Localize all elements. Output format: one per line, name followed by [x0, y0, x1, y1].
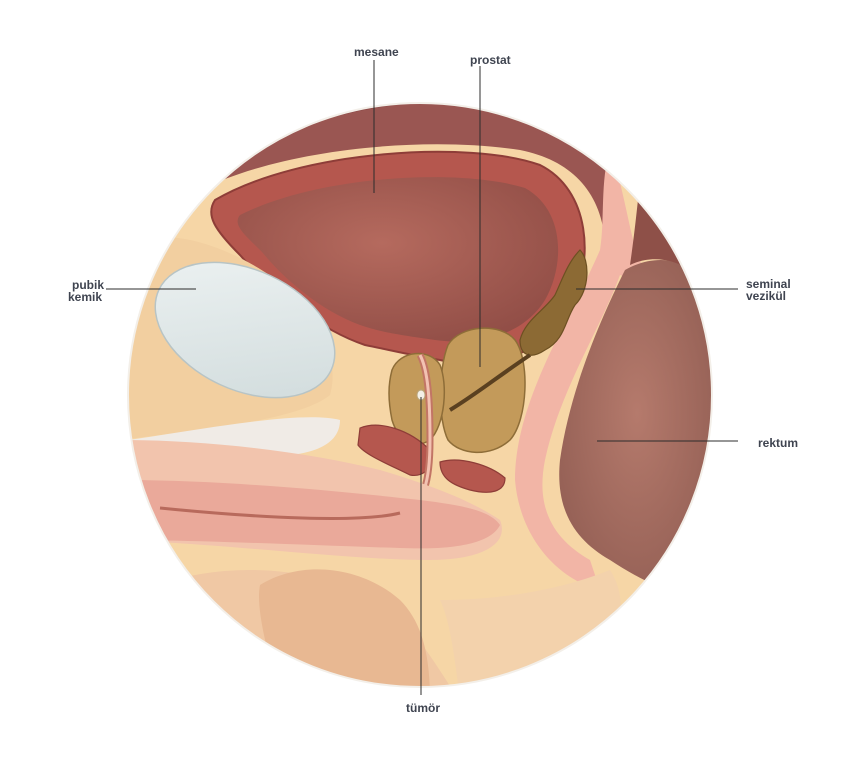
bulb	[128, 480, 500, 549]
label-seminal: seminal	[746, 277, 791, 291]
label-tumor: tümör	[406, 701, 440, 715]
rectal-wall	[515, 150, 641, 590]
urethra-line	[159, 506, 401, 520]
rectum	[559, 260, 712, 600]
pubic-bone	[154, 261, 336, 399]
label-vezikul: vezikül	[746, 289, 787, 303]
upper-tissue-fold	[200, 103, 622, 240]
label-rektum: rektum	[758, 436, 799, 450]
bladder-inner	[237, 177, 559, 342]
circle-region	[128, 103, 712, 687]
label-prostat: prostat	[470, 53, 511, 67]
ejaculatory-duct	[448, 353, 532, 412]
label-pubik: pubik	[72, 278, 104, 292]
label-kemik: kemik	[68, 290, 103, 304]
label-mesane: mesane	[354, 45, 399, 59]
muscle-right	[439, 459, 506, 493]
circle-outline	[127, 102, 713, 688]
